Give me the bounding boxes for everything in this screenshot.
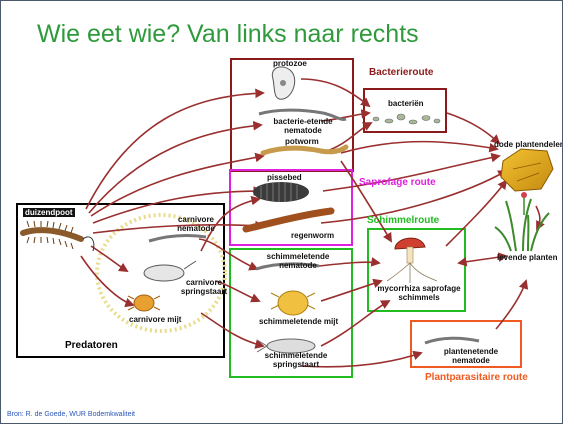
label-earthworm: regenworm xyxy=(291,231,335,240)
woodlouse-icon xyxy=(253,182,309,202)
centipede-icon xyxy=(20,220,95,252)
label-living-plants: levende planten xyxy=(497,253,558,262)
label-woodlouse: pissebed xyxy=(267,173,302,182)
label-potworm: potworm xyxy=(285,137,319,146)
label-plant-parasitic-nematode: plantenetende nematode xyxy=(443,347,499,365)
predator-ring xyxy=(95,213,227,333)
route-label-predators: Predatoren xyxy=(65,340,118,351)
mite-icon xyxy=(270,290,316,316)
predators-box xyxy=(16,203,225,358)
springtail-icon xyxy=(256,338,316,354)
carnivore-nematode-icon xyxy=(148,234,207,243)
source-credit: Bron: R. de Goede, WUR Bodemkwaliteit xyxy=(7,411,135,418)
page-title: Wie eet wie? Van links naar rechts xyxy=(37,20,419,48)
earthworm-icon xyxy=(242,207,335,233)
saprophage-route-box xyxy=(229,169,353,246)
route-label-bacteria: Bacterieroute xyxy=(369,67,434,78)
label-fungivore-mite: schimmeletende mijt xyxy=(259,317,339,326)
route-label-plant-parasitic: Plantparasitaire route xyxy=(425,372,528,383)
label-carnivore-nematode: carnivore nematode xyxy=(177,215,215,233)
fungal-route-box xyxy=(229,248,353,378)
carnivore-springtail-icon xyxy=(143,260,197,282)
nematode-icon xyxy=(258,108,347,121)
label-fungivore-springtail: schimmeletende springstaart xyxy=(264,351,328,369)
grass-icon xyxy=(494,198,550,252)
bacteria-icon xyxy=(372,113,441,125)
worm-icon xyxy=(260,144,349,156)
label-fungivore-nematode: schimmeletende nematode xyxy=(266,252,330,270)
label-protozoa: protozoe xyxy=(273,59,307,68)
flower-icon xyxy=(521,192,527,215)
plant-parasitic-nematode-icon xyxy=(424,336,480,345)
route-label-saprophage: Saprofage route xyxy=(359,177,436,188)
label-carnivore-mite: carnivore mijt xyxy=(129,315,182,324)
label-mycorrhiza: mycorrhiza saprofage schimmels xyxy=(377,284,461,302)
fungivore-nematode-icon xyxy=(255,262,320,271)
plant-parasitic-route-box xyxy=(410,320,522,368)
mycorrhiza-box xyxy=(367,228,466,312)
leaf-icon xyxy=(500,148,554,192)
route-label-fungal: Schimmelroute xyxy=(367,215,440,226)
label-centipede: duizendpoot xyxy=(23,208,75,217)
mushroom-icon xyxy=(386,237,438,283)
label-carnivore-springtail: carnivore springstaart xyxy=(180,278,228,296)
protozoa-icon xyxy=(271,66,296,100)
label-bacterivore-nematode: bacterie-etende nematode xyxy=(273,117,333,135)
carnivore-mite-icon xyxy=(127,294,161,312)
bacteria-box xyxy=(363,88,447,133)
label-dead-plant-parts: dode plantendelen xyxy=(494,140,563,149)
label-bacteria: bacteriën xyxy=(388,99,424,108)
